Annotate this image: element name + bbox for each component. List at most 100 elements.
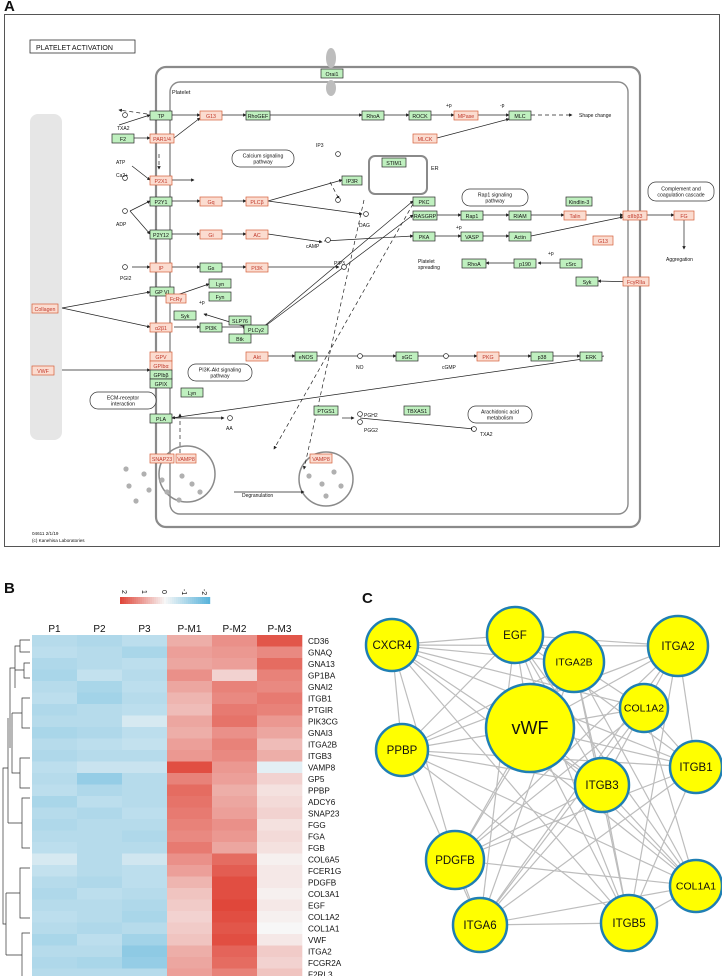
heatmap-cell (122, 934, 168, 946)
gene-box-rect (412, 196, 436, 207)
gene-box-label: AC (253, 233, 261, 239)
network-node-col1a1: COL1A1 (668, 858, 722, 914)
network-node-circle (618, 682, 670, 734)
gene-box-rhoa1: RhoA (361, 110, 385, 121)
color-scale-step (164, 597, 167, 604)
heatmap-cell (32, 922, 78, 935)
small-molecule-label: PGH2 (364, 413, 378, 419)
heatmap-cell (167, 773, 213, 785)
gene-box-label: Actin (514, 235, 526, 241)
gene-box-rect (199, 196, 223, 207)
gene-box-rect (565, 196, 593, 207)
gene-box-label: RASGRP (414, 214, 437, 220)
color-scale-step (190, 597, 193, 604)
color-scale-step (132, 597, 135, 604)
network-node-circle (542, 630, 606, 694)
gene-box-rect (412, 231, 436, 242)
gene-box-label: RhoA (467, 262, 481, 268)
heatmap-cell (257, 681, 303, 693)
heatmap-cell (212, 911, 258, 923)
gene-box-g13a: G13 (199, 110, 223, 121)
heatmap-cell (77, 773, 123, 785)
gene-box-rect (395, 351, 419, 362)
gene-box-fyn: Fyn (208, 291, 232, 302)
heatmap-cell (32, 681, 78, 693)
gene-box-rect (245, 262, 269, 273)
heatmap-cell (122, 704, 168, 716)
gene-box-label: PTGS1 (317, 409, 334, 415)
gene-box-label: IP3R (346, 179, 358, 185)
gene-box-rect (403, 405, 431, 416)
gene-box-plcg2: PLCγ2 (243, 324, 269, 335)
heatmap-cell (122, 899, 168, 912)
gene-box-label: FcRγ (170, 297, 183, 303)
gene-box-label: VAMP8 (312, 457, 330, 463)
molecule-dot (335, 151, 341, 157)
small-molecule-label: PGI2 (120, 276, 132, 282)
heatmap-cell (257, 669, 303, 682)
heatmap-cell (122, 692, 168, 705)
gene-box-label: αIIbβ3 (628, 214, 643, 220)
gene-box-rect (461, 258, 487, 269)
color-scale-step (152, 597, 155, 604)
color-scale-step (200, 597, 203, 604)
heatmap-row-label: GNAI3 (308, 729, 333, 738)
color-scale-step (156, 597, 159, 604)
small-molecule-label: IP3 (316, 143, 324, 149)
gene-box-rect (228, 333, 252, 344)
color-scale-step (182, 597, 185, 604)
gene-box-rect (622, 276, 650, 287)
gene-box-ac: AC (245, 229, 269, 240)
gene-box-label: Syk (181, 314, 190, 320)
gene-box-rect (199, 262, 223, 273)
color-scale-step (124, 597, 127, 604)
heatmap-cell (212, 669, 258, 682)
color-scale-step (150, 597, 153, 604)
network-edge (479, 784, 603, 926)
small-molecule-label: Ca2+ (116, 173, 128, 179)
network-edge (391, 644, 645, 709)
heatmap-cell (77, 784, 123, 797)
gene-box-label: p38 (538, 355, 547, 361)
network-node-vwf: vWF (484, 682, 576, 774)
molecule-dot (122, 264, 128, 270)
network-node-label: PDGFB (435, 855, 475, 867)
heatmap-cell (122, 865, 168, 877)
gene-box-pkg: PKG (476, 351, 500, 362)
network-figure: CXCR4EGFITGA2BITGA2COL1A2vWFPPBPITGB3ITG… (364, 605, 722, 954)
heatmap-row-label: FGG (308, 821, 326, 830)
color-scale-step (160, 597, 163, 604)
molecule-dot (357, 353, 363, 359)
molecule-dot (357, 411, 363, 417)
color-scale-tick: -2 (200, 589, 207, 595)
heatmap-cell (167, 819, 213, 831)
granule-dot (338, 483, 344, 489)
heatmap-cell (32, 899, 78, 912)
heatmap-cell (32, 945, 78, 958)
heatmap-cell (212, 945, 258, 958)
gene-box-rect (149, 413, 173, 424)
heatmap-row-label: FGB (308, 844, 325, 853)
gene-box-label: sGC (402, 355, 413, 361)
gene-box-label: VAMP8 (177, 457, 195, 463)
heatmap-cell (77, 727, 123, 739)
color-scale-tick: 0 (160, 590, 167, 594)
color-scale-step (148, 597, 151, 604)
extracellular-column (30, 114, 62, 440)
pathway-footer-copy: (c) Kanehisa Laboratories (32, 538, 85, 543)
gene-box-ip: IP (149, 262, 173, 273)
network-node-label: ITGB3 (585, 780, 618, 792)
heatmap-cell (212, 842, 258, 854)
gene-box-akt: Akt (245, 351, 269, 362)
heatmap-cell (257, 957, 303, 969)
molecule-dot (341, 264, 347, 270)
heatmap-cell (32, 692, 78, 705)
gene-box-pkc: PKC (412, 196, 436, 207)
color-scale-tick: 1 (140, 590, 147, 594)
pathway-arrow (323, 234, 414, 242)
heatmap-row-label: CD36 (308, 637, 329, 646)
small-molecule-label: ATP (116, 160, 126, 166)
gene-box-rect (508, 231, 532, 242)
color-scale-step (126, 597, 129, 604)
small-molecule-label: PIP3 (334, 261, 345, 267)
